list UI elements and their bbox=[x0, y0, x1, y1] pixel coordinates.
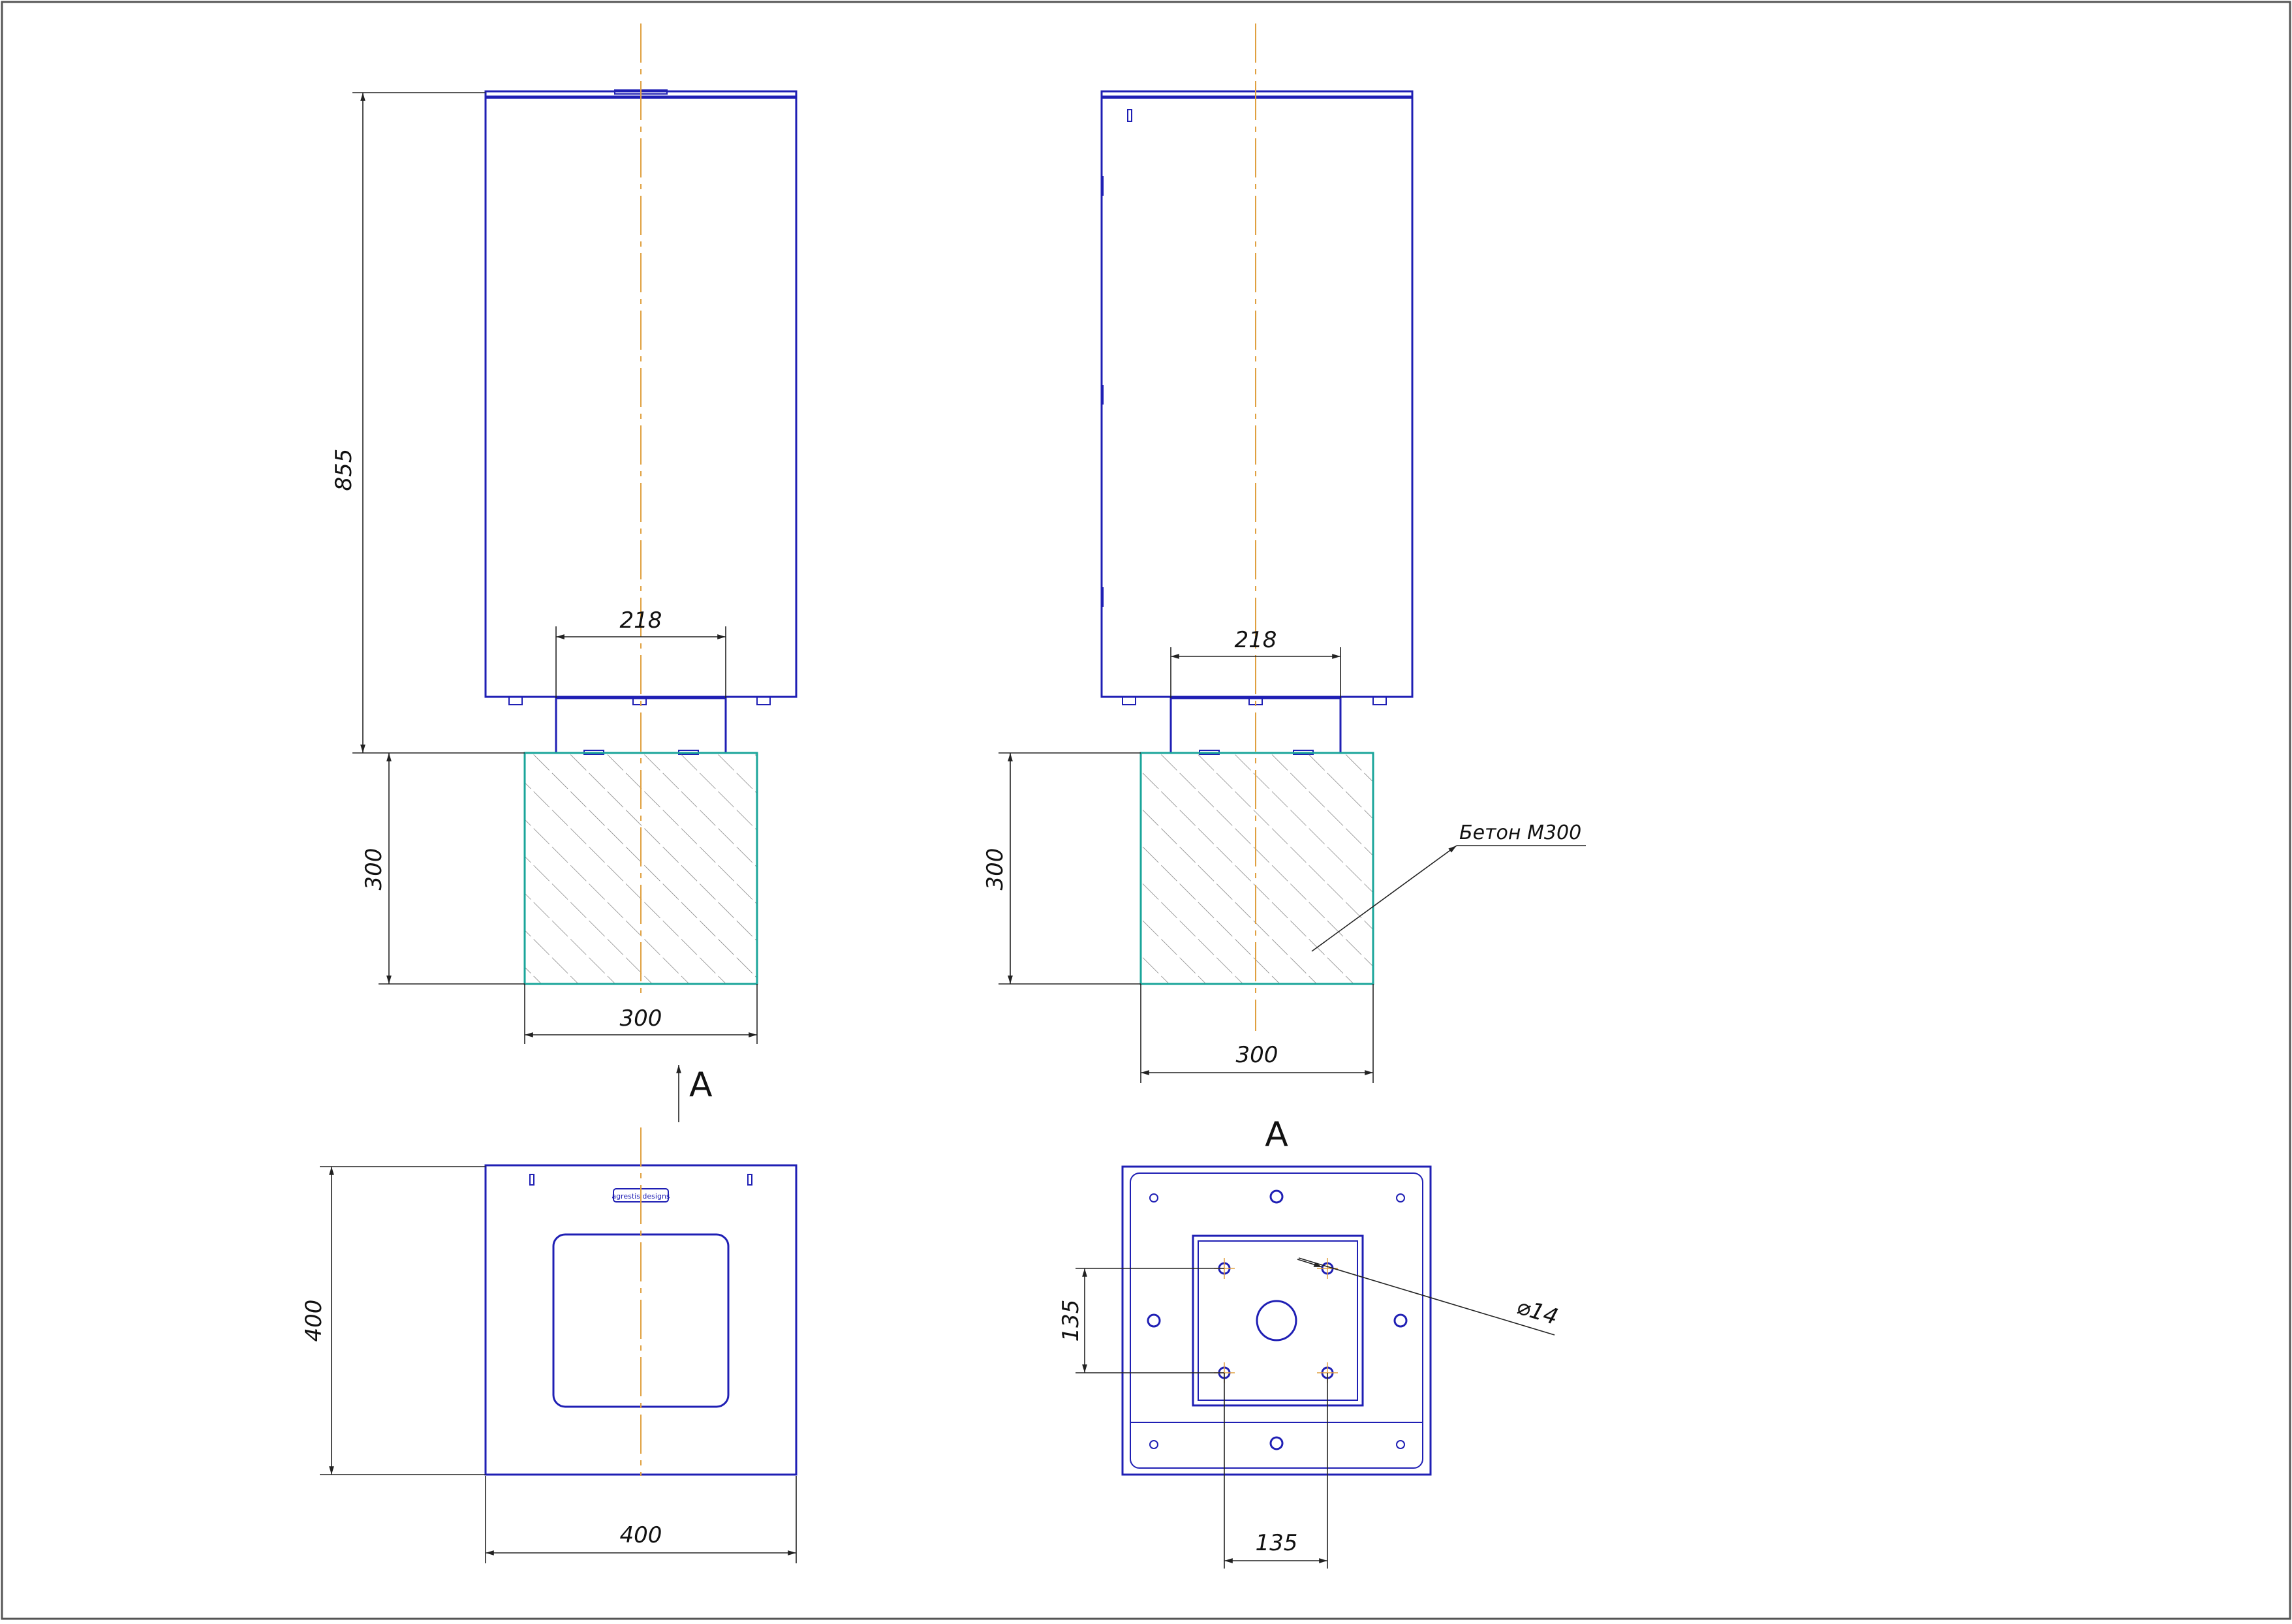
front-concrete-base bbox=[523, 752, 758, 985]
view-a-outline bbox=[1121, 1165, 1432, 1476]
diameter-arrow bbox=[1297, 1259, 1323, 1268]
base-plate-inner bbox=[1198, 1240, 1358, 1401]
front-foot bbox=[508, 696, 523, 705]
dim-400-h: 400 bbox=[620, 1522, 662, 1548]
dim-218-side: 218 bbox=[1235, 627, 1277, 653]
top-view-slot bbox=[747, 1174, 752, 1186]
mount-hole bbox=[1269, 1189, 1284, 1204]
mount-hole bbox=[1149, 1440, 1158, 1449]
center-hole bbox=[1256, 1300, 1297, 1341]
dim-135-v: 135 bbox=[1058, 1300, 1084, 1342]
mount-hole bbox=[1149, 1193, 1158, 1203]
dim-135-h: 135 bbox=[1256, 1530, 1298, 1556]
dim-300-side-h: 300 bbox=[1236, 1042, 1278, 1068]
mount-hole bbox=[1396, 1440, 1405, 1449]
leader-line bbox=[1311, 845, 1457, 952]
base-plate bbox=[1192, 1234, 1364, 1407]
mount-hole bbox=[1393, 1313, 1408, 1328]
dim-400-v: 400 bbox=[301, 1300, 327, 1342]
front-foot bbox=[756, 696, 771, 705]
side-concrete-base bbox=[1139, 752, 1374, 985]
dim-300-front-v: 300 bbox=[361, 848, 387, 891]
concrete-label: Бетон М300 bbox=[1459, 821, 1581, 844]
mount-hole bbox=[1396, 1193, 1405, 1203]
mount-hole bbox=[1269, 1436, 1284, 1450]
front-view: 855 218 300 300 A bbox=[331, 23, 798, 1122]
dim-300-front-h: 300 bbox=[620, 1005, 662, 1032]
view-a-inner bbox=[1130, 1172, 1423, 1469]
dim-855: 855 bbox=[331, 449, 357, 491]
side-foot bbox=[1122, 696, 1136, 705]
side-bin-body bbox=[1100, 95, 1414, 698]
diameter-leader bbox=[1298, 1257, 1555, 1336]
view-a-title: A bbox=[1265, 1115, 1288, 1154]
side-foot bbox=[1372, 696, 1387, 705]
top-view: agrestis designs 400 400 bbox=[301, 1127, 798, 1563]
side-concrete-hatch bbox=[1141, 753, 1373, 984]
mount-hole bbox=[1147, 1313, 1161, 1328]
front-foot bbox=[632, 696, 647, 705]
view-marker-a: A bbox=[689, 1065, 713, 1105]
side-top-cap bbox=[1100, 90, 1414, 99]
view-a: A 135 bbox=[1058, 1115, 1561, 1569]
dim-218-front: 218 bbox=[620, 607, 662, 634]
top-view-slot bbox=[529, 1174, 534, 1186]
side-hinge bbox=[1127, 109, 1132, 122]
dim-300-side-v: 300 bbox=[982, 848, 1008, 891]
side-view: 218 300 300 Бетон М300 bbox=[982, 23, 1586, 1083]
